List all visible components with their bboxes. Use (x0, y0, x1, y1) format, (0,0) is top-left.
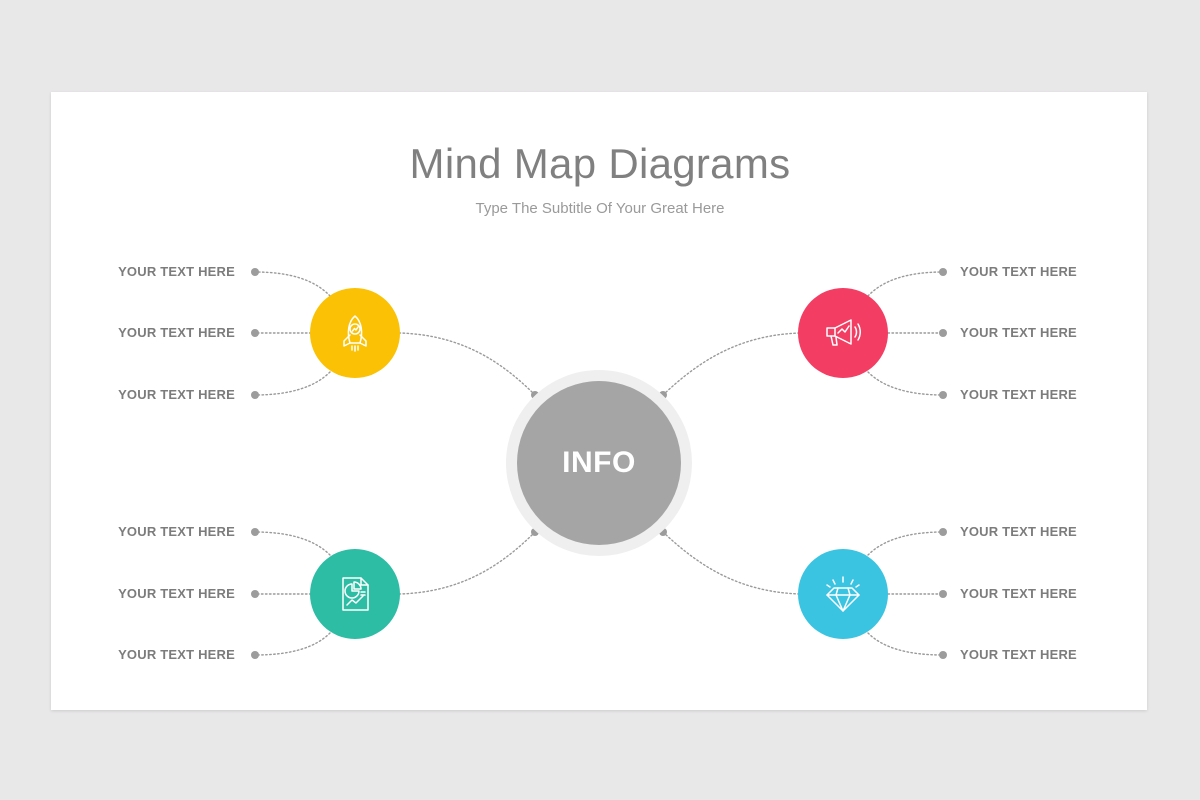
bottom-right-label-2: YOUR TEXT HERE (960, 586, 1077, 601)
bottom-right-label-1: YOUR TEXT HERE (960, 524, 1077, 539)
bottom-left-label-3: YOUR TEXT HERE (118, 647, 235, 662)
branch-node-bottom-left (310, 549, 400, 639)
center-node: INFO (517, 381, 681, 545)
bottom-left-label-1: YOUR TEXT HERE (118, 524, 235, 539)
branch-node-bottom-right (798, 549, 888, 639)
top-left-label-2: YOUR TEXT HERE (118, 325, 235, 340)
megaphone-icon (826, 319, 861, 346)
rocket-icon (343, 315, 367, 352)
bottom-left-label-2: YOUR TEXT HERE (118, 586, 235, 601)
top-left-label-1: YOUR TEXT HERE (118, 264, 235, 279)
center-node-label: INFO (562, 446, 636, 479)
report-document-icon (342, 577, 369, 611)
branch-node-top-right (798, 288, 888, 378)
page-subtitle: Type The Subtitle Of Your Great Here (475, 200, 725, 217)
branch-node-top-left (310, 288, 400, 378)
bottom-right-label-3: YOUR TEXT HERE (960, 647, 1077, 662)
top-left-label-3: YOUR TEXT HERE (118, 387, 235, 402)
top-right-label-3: YOUR TEXT HERE (960, 387, 1077, 402)
page-title: Mind Map Diagrams (409, 140, 791, 187)
top-right-label-2: YOUR TEXT HERE (960, 325, 1077, 340)
diamond-icon (826, 576, 860, 612)
top-right-label-1: YOUR TEXT HERE (960, 264, 1077, 279)
